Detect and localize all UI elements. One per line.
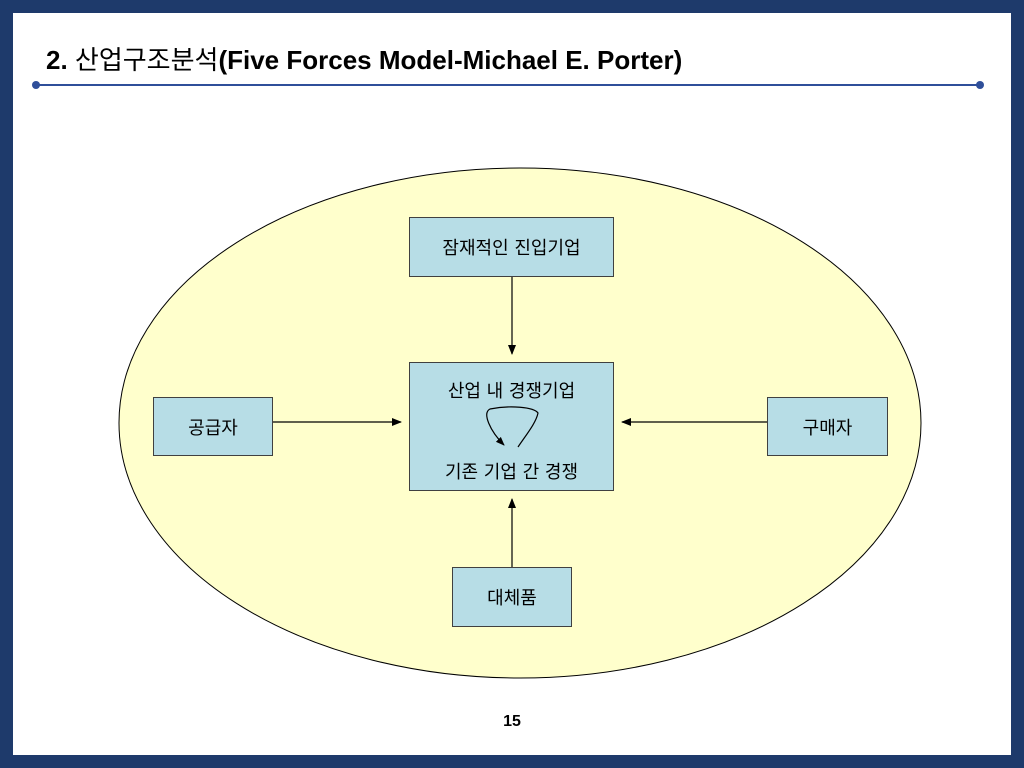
buyers-box: 구매자 [767,397,888,456]
title-divider [36,84,980,86]
industry-competitors-label: 산업 내 경쟁기업 [447,381,576,402]
rivalry-cycle-icon [486,406,539,448]
title-number: 2. [46,45,68,75]
slide-title: 2. 산업구조분석(Five Forces Model-Michael E. P… [46,40,682,77]
page-number: 15 [503,713,521,730]
substitutes-label: 대체품 [487,588,537,609]
buyers-label: 구매자 [802,417,853,439]
rivalry-label: 기존 기업 간 경쟁 [444,462,579,483]
potential-entrants-label: 잠재적인 진입기업 [442,238,581,259]
divider-left-dot [32,81,40,89]
title-korean: 산업구조분석 [74,46,219,76]
title-english: (Five Forces Model-Michael E. Porter) [218,45,683,75]
substitutes-box: 대체품 [452,567,572,627]
industry-competitors-box: 산업 내 경쟁기업 기존 기업 간 경쟁 [409,362,614,491]
suppliers-label: 공급자 [188,417,238,439]
suppliers-box: 공급자 [153,397,273,456]
potential-entrants-box: 잠재적인 진입기업 [409,217,614,277]
divider-right-dot [976,81,984,89]
